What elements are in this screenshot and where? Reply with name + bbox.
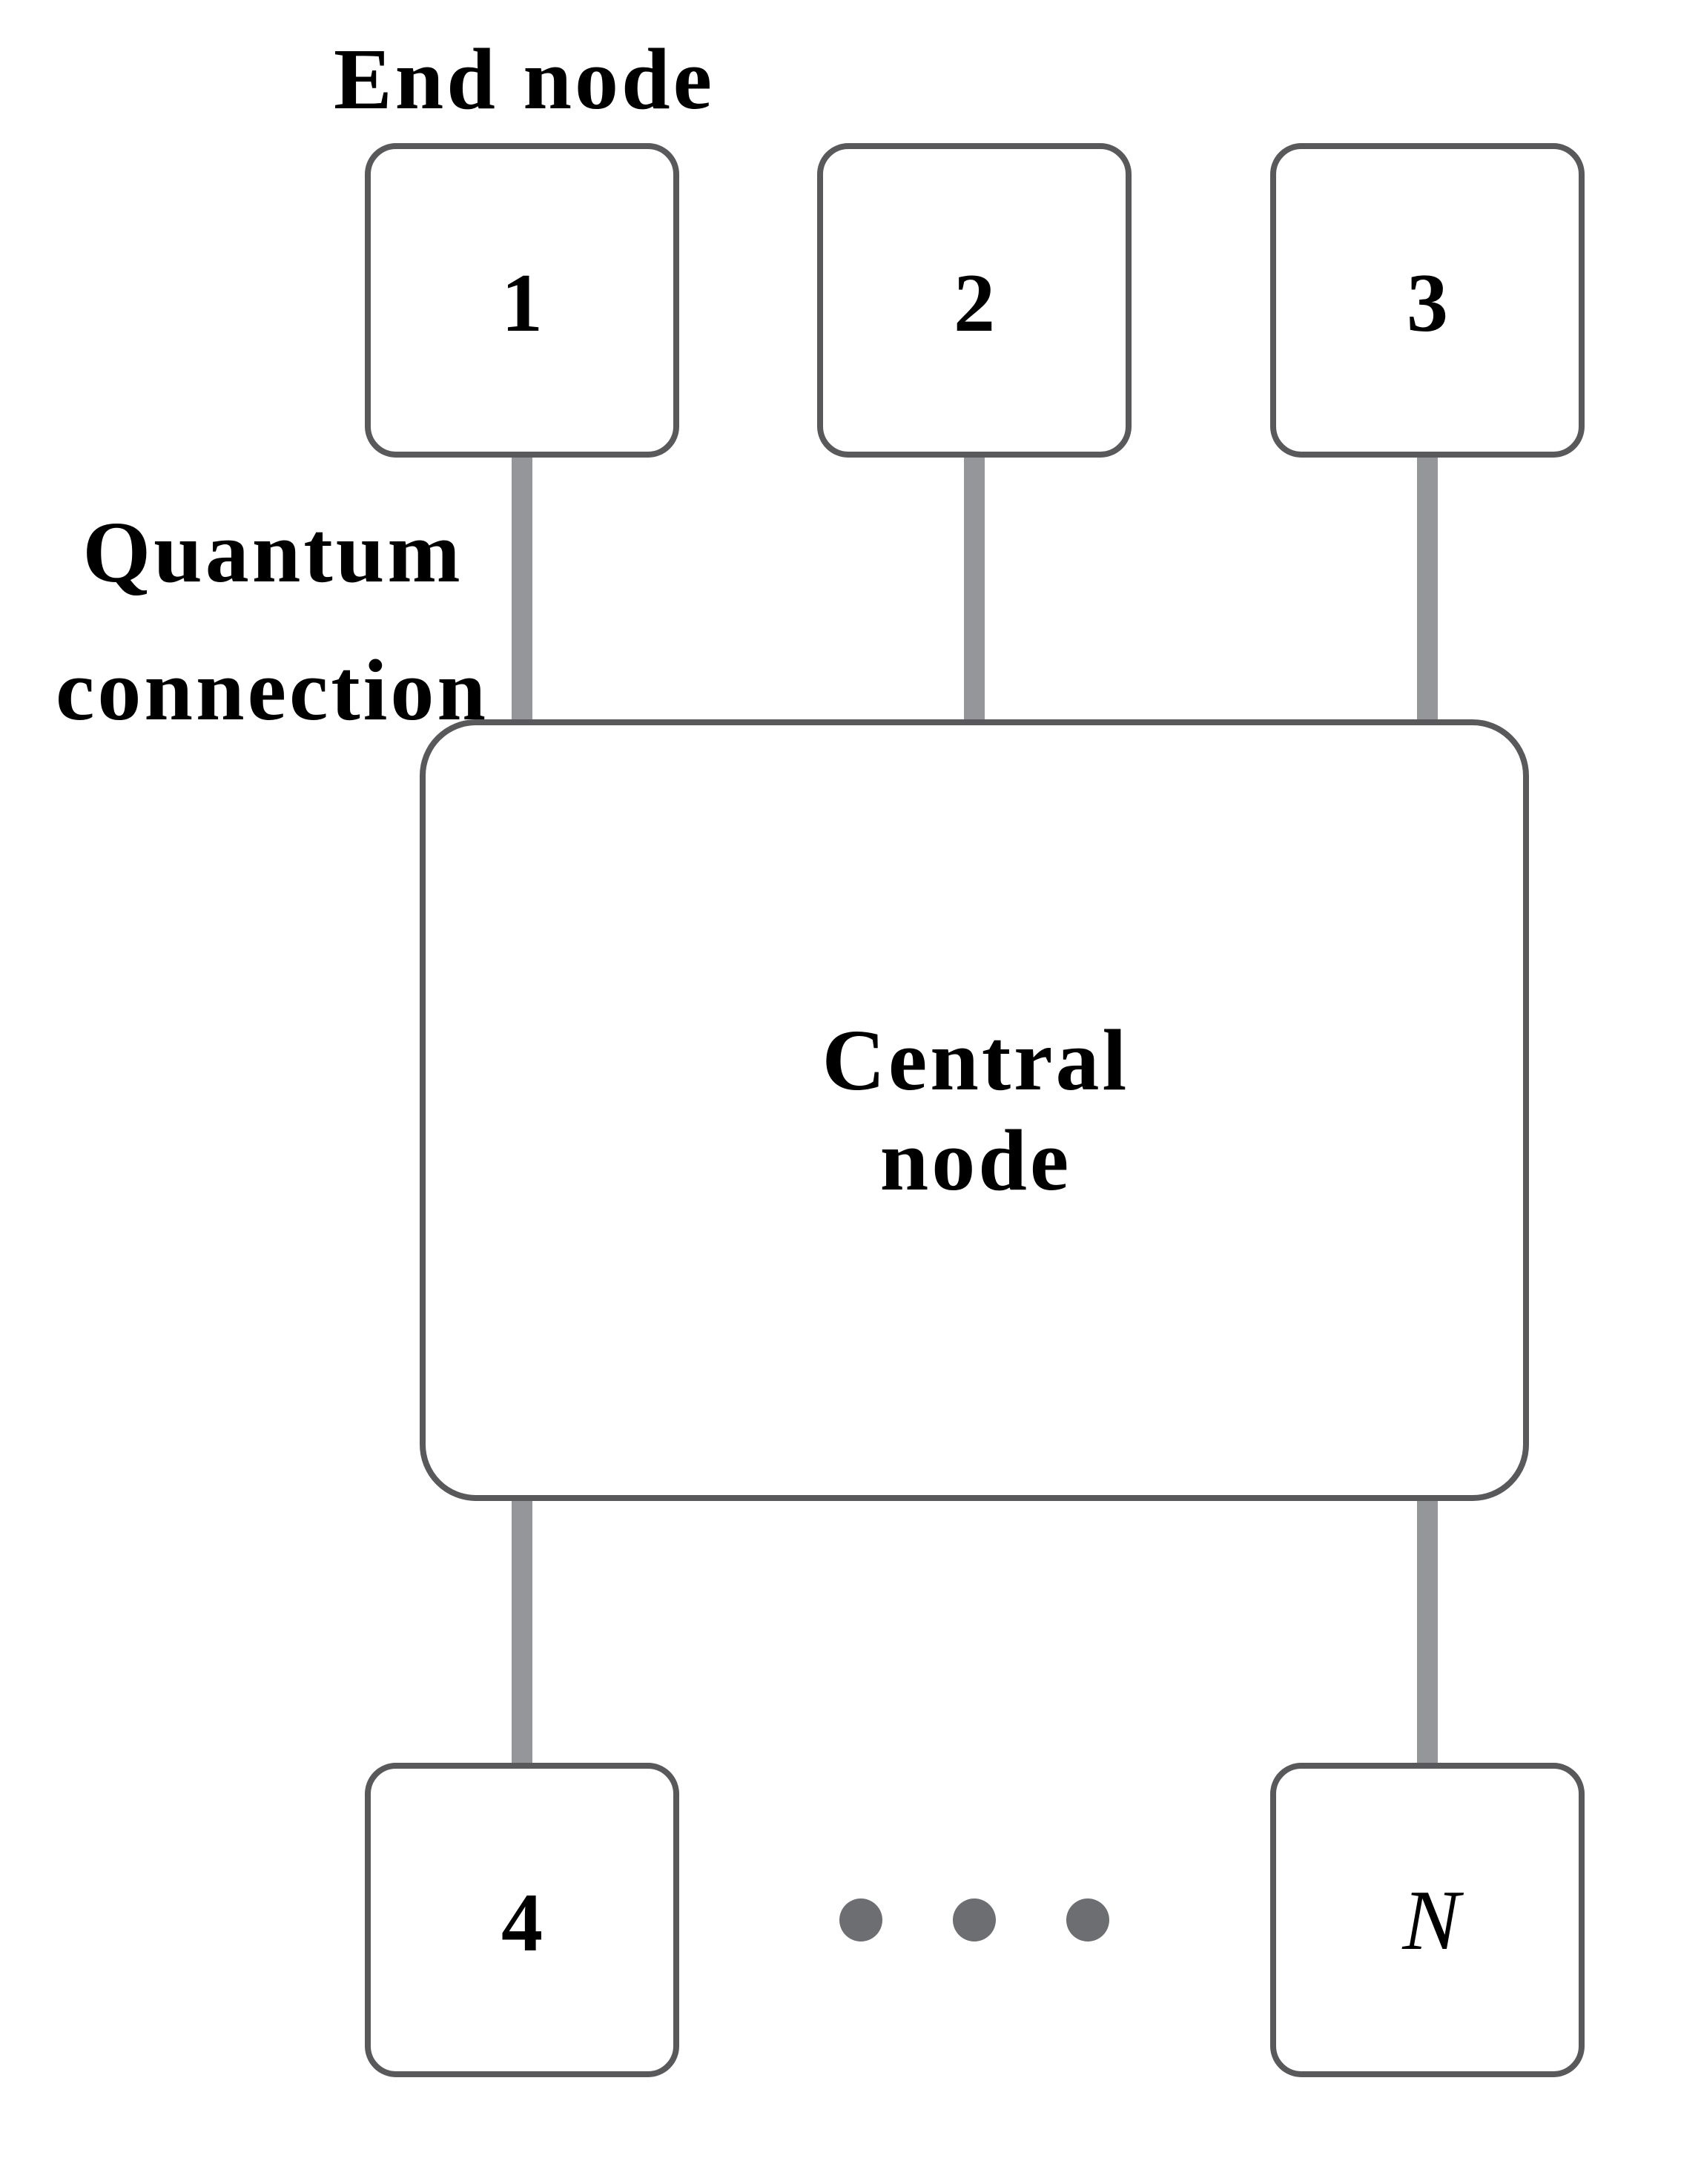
ellipsis-icon	[839, 1898, 1109, 1941]
end-node-1-box	[365, 143, 679, 458]
end-node-4-box	[365, 1763, 679, 2077]
central-node-box	[420, 719, 1529, 1501]
end-node-3: 3	[1270, 143, 1585, 458]
end-node-3-box	[1270, 143, 1585, 458]
ellipsis-dot-2	[953, 1898, 996, 1941]
end-node-label: End node	[334, 30, 715, 128]
connection-n-to-central	[1417, 1498, 1438, 1766]
end-node-n: N	[1270, 1763, 1585, 2077]
end-node-2: 2	[817, 143, 1132, 458]
connection-2-to-central	[964, 458, 985, 722]
ellipsis-dot-1	[839, 1898, 882, 1941]
end-node-2-label: 2	[954, 257, 995, 349]
end-node-n-label: N	[1401, 1873, 1464, 1968]
ellipsis-dot-3	[1066, 1898, 1109, 1941]
central-node-label-line2: node	[880, 1112, 1072, 1209]
connection-1-to-central	[512, 458, 532, 722]
quantum-connection-label-line1: Quantum	[82, 504, 463, 601]
end-node-3-label: 3	[1407, 257, 1448, 349]
end-node-2-box	[817, 143, 1132, 458]
end-node-4: 4	[365, 1763, 679, 2077]
end-node-1: 1	[365, 143, 679, 458]
end-node-4-label: 4	[501, 1877, 543, 1969]
end-node-1-label: 1	[501, 257, 543, 349]
connection-4-to-central	[512, 1498, 532, 1766]
quantum-connection-label-line2: connection	[56, 641, 489, 739]
end-node-n-box	[1270, 1763, 1585, 2077]
central-node: Central node	[420, 719, 1529, 1501]
connection-3-to-central	[1417, 458, 1438, 722]
central-node-label-line1: Central	[822, 1012, 1130, 1109]
